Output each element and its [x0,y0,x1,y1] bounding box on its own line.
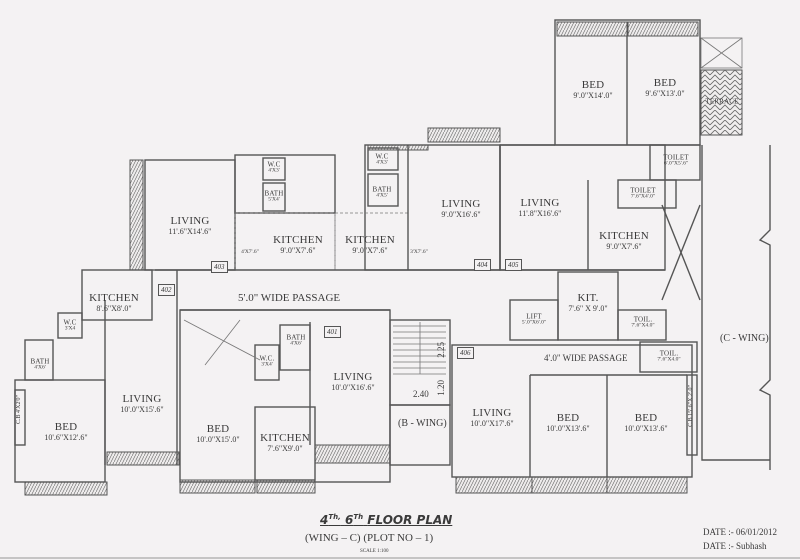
unit-tag-406: 406 [457,347,474,359]
plan-title: 4Th, 6Th FLOOR PLAN [320,513,453,527]
unit-tag-402: 402 [158,284,175,296]
room-406-toilet-1: TOIL. 7'.6"X4.0" [631,315,655,329]
room-405-toilet-2: TOILET 7'.6"X4'.0" [630,186,656,200]
room-403-bath: BATH 5'X4' [264,189,284,203]
room-401-living: LIVING 10'.0"X16'.6" [331,371,375,392]
room-406-toilet-2: TOIL. 7'.6"X4.0" [657,349,681,363]
room-401-kitchen: KITCHEN 7'.6"X9'.0" [260,432,310,453]
cupboard-406-label: C.B 15'.6"X 2'.0" [688,385,694,427]
room-401-bed: BED 10'.0"X15'.0" [196,423,240,444]
passage-4ft-label: 4'.0" WIDE PASSAGE [544,353,628,363]
room-406-kitchen: KIT. 7'.6" X 9'.0" [568,292,608,313]
room-404-wc: W.C 4'X3' [375,152,389,166]
c-wing-label: (C - WING) [720,333,769,344]
flower-bed-403 [129,159,144,271]
room-402-bath: BATH 4'X6' [30,357,50,371]
room-404-bath: BATH 4'X5' [372,185,392,199]
unit-tag-405: 405 [505,259,522,271]
plan-subtitle: (WING – C) (PLOT NO – 1) [305,532,434,544]
room-404-dry-balcony: 3'X7'.6" [410,249,428,256]
room-403-dry-balcony: 4'X7'.6" [241,249,259,256]
unit-tag-403: 403 [211,261,228,273]
room-402-kitchen: KITCHEN 8'.6"X8'.0" [89,292,139,313]
room-402-bed: BED 10'.6"X12'.6" [44,421,88,442]
stair-height-1-label: 2.25 [436,342,446,358]
room-405-bed-2: BED 9'.6"X13'.0" [645,77,685,98]
flower-bed-404 [427,127,501,143]
room-403-kitchen: KITCHEN 9'.0"X7'.6" [273,234,323,255]
date-label: DATE :- 06/01/2012 [703,527,777,537]
flower-bed-406-living [455,476,533,494]
room-402-wc: W.C 3'X4 [63,318,77,332]
room-403-wc: W.C 4'X3' [267,160,281,174]
flower-bed-402-living [106,451,180,466]
room-405-bed-1: BED 9'.0"X14'.0" [573,79,613,100]
b-wing-label: (B - WING) [398,418,447,429]
unit-tag-404: 404 [474,259,491,271]
room-405-kitchen: KITCHEN 9'.0"X7'.6" [599,230,649,251]
room-404-living: LIVING 9'.0"X16'.6" [441,198,481,219]
room-401-wc: W.C. 3'X4' [259,354,275,368]
flower-bed-401-bed [179,479,256,494]
passage-5ft-label: 5'.0" WIDE PASSAGE [238,292,341,304]
stair-height-2-label: 1.20 [436,380,446,396]
terrace-label: TERRACE [705,97,739,106]
drawn-by-label: DATE :- Subhash [703,541,767,551]
flower-bed-405-bed2 [627,21,699,37]
room-406-bed-1: BED 10'.0"X13'.6" [546,412,590,433]
room-402-living: LIVING 10'.0"X15'.6" [120,393,164,414]
room-405-living: LIVING 11'.8"X16'.6" [518,197,562,218]
terrace [700,69,743,136]
room-406-bed-2: BED 10'.0"X13'.6" [624,412,668,433]
flower-bed-401-living [314,444,391,464]
stair-width-label: 2.40 [413,389,429,399]
plan-scale: SCALE 1:100 [360,549,389,554]
room-401-bath: BATH 4'X6' [286,333,306,347]
flower-bed-405-bed1 [556,21,628,37]
flower-bed-406-bed1 [531,476,608,494]
unit-tag-401: 401 [324,326,341,338]
room-405-toilet-1: TOILET 6'.0"X5'.6" [663,153,689,167]
flower-bed-402-bed [24,481,108,496]
lift: LIFT 5'.0"X6'.0" [521,312,547,326]
cupboard-402-label: C.B 4'X2'0" [16,395,22,424]
room-406-living: LIVING 10'.0"X17'.6" [470,407,514,428]
room-404-kitchen: KITCHEN 9'.0"X7'.6" [345,234,395,255]
flower-bed-406-bed2 [606,476,688,494]
room-403-living: LIVING 11'.6"X14'.6" [168,215,212,236]
